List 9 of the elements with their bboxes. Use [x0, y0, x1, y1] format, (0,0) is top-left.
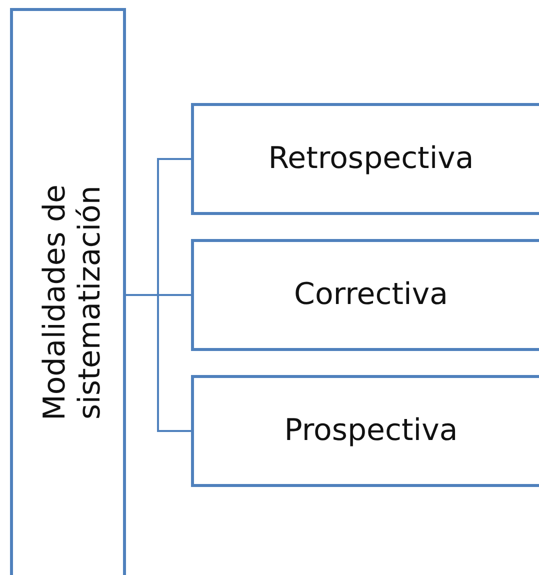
category-box: [10, 8, 126, 575]
box-label: Correctiva: [294, 278, 448, 312]
option-box: [191, 103, 539, 215]
option-box: [191, 239, 539, 351]
box-label: Modalidades de sistematización: [38, 184, 108, 422]
connector-line: [126, 294, 191, 432]
option-box: [191, 375, 539, 487]
box-label: Retrospectiva: [268, 142, 474, 176]
box-label: Prospectiva: [284, 414, 458, 448]
